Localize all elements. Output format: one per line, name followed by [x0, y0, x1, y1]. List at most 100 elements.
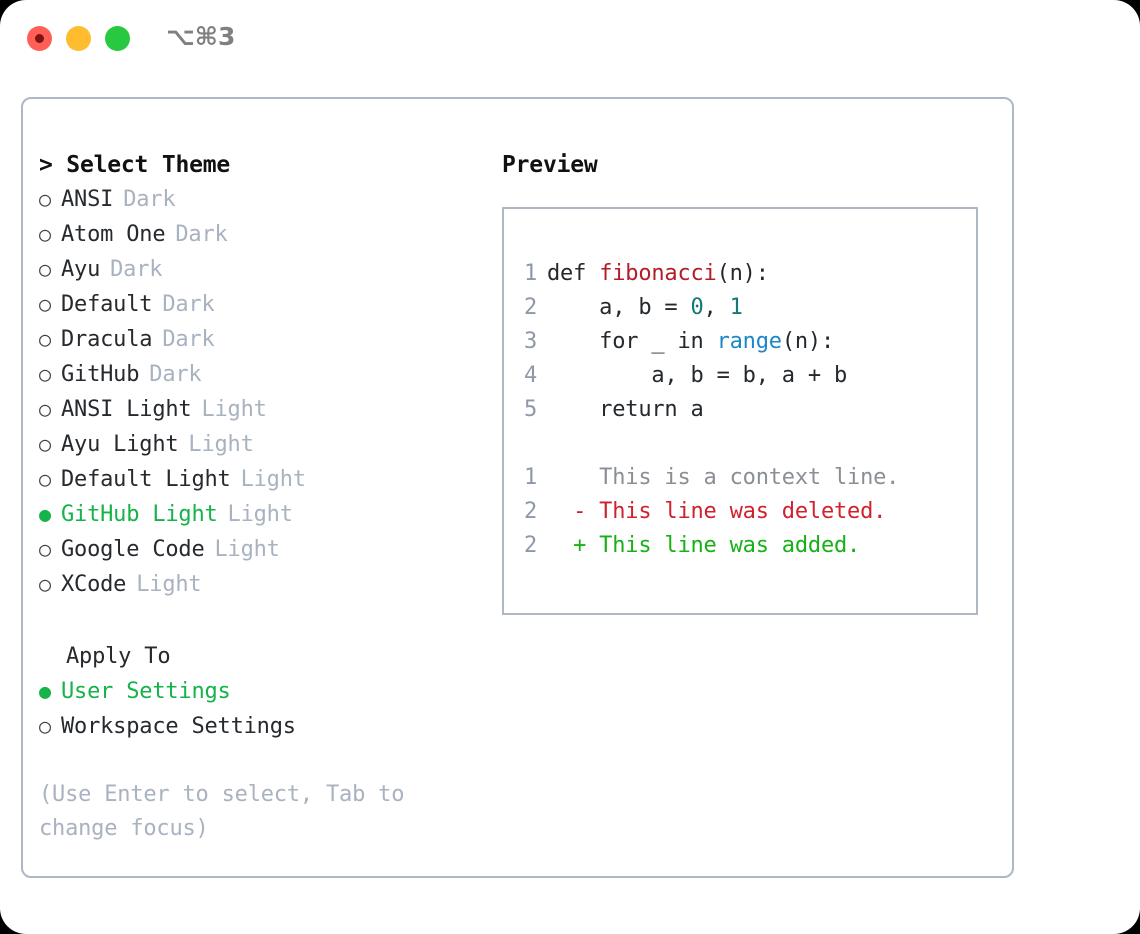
- diff-line-text: - This line was deleted.: [547, 499, 887, 524]
- apply-to-option-label: Workspace Settings: [61, 714, 296, 739]
- code-blank-line: [515, 427, 899, 461]
- theme-option-github-light[interactable]: ● GitHub Light Light: [39, 497, 489, 532]
- theme-option-kind: Dark: [123, 187, 176, 212]
- diff-line-text: + This line was added.: [547, 533, 861, 558]
- line-number: 2: [523, 295, 537, 320]
- code-line: 2 a, b = 0, 1: [515, 291, 899, 325]
- minimize-button[interactable]: [66, 26, 91, 51]
- theme-option-label: ANSI Light: [61, 397, 192, 422]
- code-token-plain: (n):: [716, 261, 769, 286]
- line-number: 4: [523, 363, 537, 388]
- line-number: 2: [523, 533, 537, 558]
- zoom-button[interactable]: [105, 26, 130, 51]
- radio-unselected-icon: ○: [39, 397, 51, 421]
- code-token-plain: def: [547, 261, 600, 286]
- line-number: 5: [523, 397, 537, 422]
- theme-option-kind: Light: [240, 467, 306, 492]
- theme-option-label: Ayu Light: [61, 432, 179, 457]
- radio-unselected-icon: ○: [39, 537, 51, 561]
- hint-spacer: [39, 744, 489, 778]
- theme-option-ayu[interactable]: ○ Ayu Dark: [39, 252, 489, 287]
- code-line: 3 for _ in range(n):: [515, 325, 899, 359]
- theme-option-kind: Dark: [149, 362, 202, 387]
- theme-option-kind: Dark: [175, 222, 228, 247]
- radio-selected-icon: ●: [39, 679, 51, 703]
- diff-line: 2 + This line was added.: [515, 529, 899, 563]
- keyboard-hint: (Use Enter to select, Tab to change focu…: [39, 782, 405, 841]
- code-token-plain: a, b =: [547, 295, 691, 320]
- line-number: 1: [523, 261, 537, 286]
- apply-to-option-label: User Settings: [61, 679, 231, 704]
- theme-option-default-light[interactable]: ○ Default Light Light: [39, 462, 489, 497]
- radio-unselected-icon: ○: [39, 257, 51, 281]
- theme-option-label: Atom One: [61, 222, 166, 247]
- radio-unselected-icon: ○: [39, 222, 51, 246]
- theme-option-kind: Light: [227, 502, 293, 527]
- select-theme-heading: > Select Theme: [39, 152, 231, 178]
- theme-option-label: XCode: [61, 572, 127, 597]
- radio-unselected-icon: ○: [39, 467, 51, 491]
- theme-option-google-code[interactable]: ○ Google Code Light: [39, 532, 489, 567]
- radio-unselected-icon: ○: [39, 432, 51, 456]
- theme-option-kind: Dark: [162, 292, 215, 317]
- apply-to-list: ● User Settings ○ Workspace Settings: [39, 674, 489, 744]
- apply-to-option-workspace-settings[interactable]: ○ Workspace Settings: [39, 709, 489, 744]
- apply-to-spacer: [39, 602, 489, 640]
- radio-unselected-icon: ○: [39, 714, 51, 738]
- theme-option-kind: Light: [201, 397, 267, 422]
- line-number: 2: [523, 499, 537, 524]
- theme-option-label: GitHub: [61, 362, 140, 387]
- theme-option-dracula[interactable]: ○ Dracula Dark: [39, 322, 489, 357]
- line-number: 1: [523, 465, 537, 490]
- theme-option-ayu-light[interactable]: ○ Ayu Light Light: [39, 427, 489, 462]
- theme-option-ansi-light[interactable]: ○ ANSI Light Light: [39, 392, 489, 427]
- theme-option-kind: Light: [188, 432, 254, 457]
- radio-unselected-icon: ○: [39, 362, 51, 386]
- theme-option-label: Google Code: [61, 537, 205, 562]
- radio-unselected-icon: ○: [39, 572, 51, 596]
- code-token-plain: a, b = b, a + b: [547, 363, 848, 388]
- theme-option-kind: Dark: [162, 327, 215, 352]
- apply-to-label: Apply To: [66, 644, 171, 669]
- code-token-plain: for _ in: [547, 329, 717, 354]
- window-title: ⌥⌘3: [166, 22, 236, 51]
- title-bar: ⌥⌘3: [0, 0, 1140, 78]
- theme-option-label: Default Light: [61, 467, 231, 492]
- line-number: 3: [523, 329, 537, 354]
- theme-option-label: Ayu: [61, 257, 101, 282]
- code-token-num: 1: [729, 295, 743, 320]
- theme-option-label: GitHub Light: [61, 502, 218, 527]
- radio-unselected-icon: ○: [39, 187, 51, 211]
- code-token-builtin: range: [716, 329, 782, 354]
- close-button[interactable]: [27, 26, 52, 51]
- radio-unselected-icon: ○: [39, 327, 51, 351]
- theme-option-kind: Dark: [110, 257, 163, 282]
- radio-unselected-icon: ○: [39, 292, 51, 316]
- traffic-light-group: [27, 26, 130, 51]
- apply-to-option-user-settings[interactable]: ● User Settings: [39, 674, 489, 709]
- theme-option-atom-one[interactable]: ○ Atom One Dark: [39, 217, 489, 252]
- code-token-plain: return a: [547, 397, 704, 422]
- theme-option-label: Dracula: [61, 327, 153, 352]
- theme-option-kind: Light: [214, 537, 280, 562]
- diff-line: 2 - This line was deleted.: [515, 495, 899, 529]
- theme-option-github[interactable]: ○ GitHub Dark: [39, 357, 489, 392]
- diff-line-text: This is a context line.: [547, 465, 900, 490]
- code-line: 4 a, b = b, a + b: [515, 359, 899, 393]
- diff-line: 1 This is a context line.: [515, 461, 899, 495]
- radio-selected-icon: ●: [39, 502, 51, 526]
- code-token-plain: ,: [703, 295, 730, 320]
- code-line: 5 return a: [515, 393, 899, 427]
- preview-title: Preview: [502, 152, 598, 178]
